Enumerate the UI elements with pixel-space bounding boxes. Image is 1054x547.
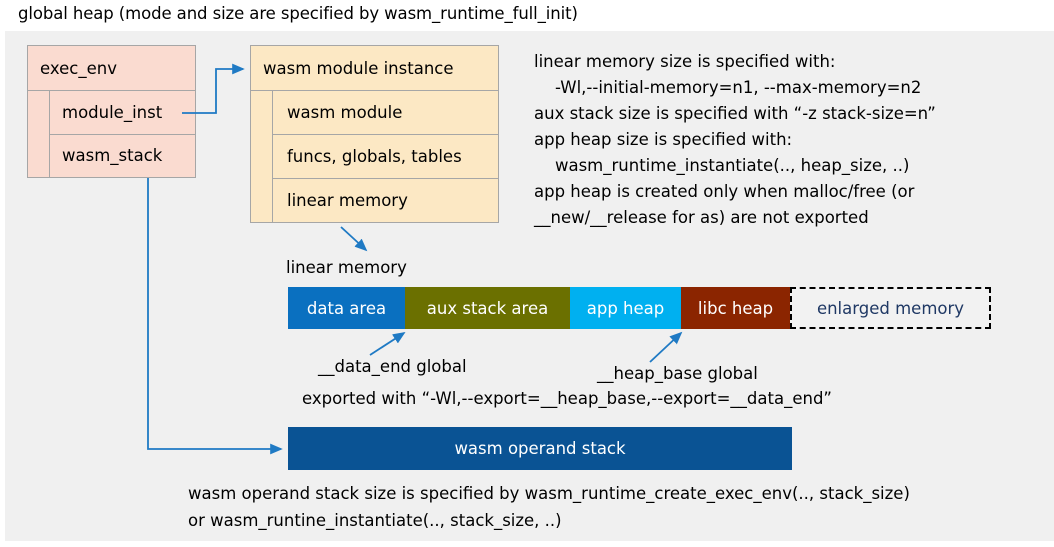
memory-segment-aux-stack-area: aux stack area [405,287,570,329]
memory-segment-app-heap: app heap [570,287,681,329]
heap-base-global-label: __heap_base global [597,364,758,383]
page-title: global heap (mode and size are specified… [18,4,578,23]
memory-segment-label: libc heap [697,298,774,318]
module-instance-row-funcs-globals-tables: funcs, globals, tables [273,135,498,179]
linear-memory-label: linear memory [286,258,407,277]
export-flags-label: exported with “-Wl,--export=__heap_base,… [302,389,832,408]
memory-config-notes: linear memory size is specified with: -W… [534,52,936,227]
exec-env-box: exec_env module_inst wasm_stack [27,45,196,178]
operand-stack-note: wasm operand stack size is specified by … [188,484,910,530]
exec-env-rows: module_inst wasm_stack [50,91,195,177]
wasm-module-instance-box: wasm module instance wasm module funcs, … [250,45,499,223]
wasm-operand-stack-box: wasm operand stack [288,427,792,470]
exec-env-row-wasm-stack: wasm_stack [50,134,195,177]
module-instance-rows: wasm module funcs, globals, tables linea… [273,91,498,222]
module-instance-indent [251,91,273,222]
exec-env-indent [28,91,50,177]
linear-memory-bar: data area aux stack area app heap libc h… [288,287,991,329]
module-instance-row-linear-memory: linear memory [273,179,498,222]
exec-env-header: exec_env [28,46,195,91]
memory-segment-label: data area [306,298,387,318]
memory-segment-label: enlarged memory [816,298,965,318]
module-instance-body: wasm module funcs, globals, tables linea… [251,91,498,222]
memory-segment-label: app heap [586,298,665,318]
wasm-operand-stack-label: wasm operand stack [454,439,626,458]
memory-segment-data-area: data area [288,287,405,329]
exec-env-row-module-inst: module_inst [50,91,195,135]
data-end-global-label: __data_end global [318,357,467,376]
memory-segment-label: aux stack area [426,298,549,318]
module-instance-row-wasm-module: wasm module [273,91,498,135]
exec-env-body: module_inst wasm_stack [28,91,195,177]
module-instance-header: wasm module instance [251,46,498,91]
memory-segment-libc-heap: libc heap [681,287,790,329]
memory-segment-enlarged-memory: enlarged memory [790,287,991,329]
